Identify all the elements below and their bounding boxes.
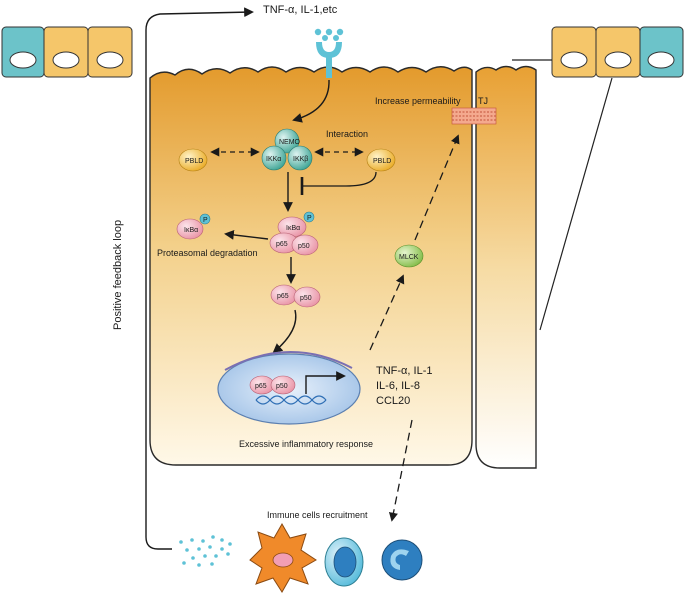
ikba-free [176,218,204,240]
genes-line-3: CCL20 [376,395,410,407]
feedback-loop-label: Positive feedback loop [112,220,124,330]
nemo-label: NEMO [279,139,301,146]
mlck [394,244,424,268]
p65-nucleus-label: p65 [255,383,267,390]
transcription-arrow [305,371,346,394]
p50-free-label: p50 [300,295,312,302]
phospho-free [199,213,211,225]
dna-helix [255,395,327,405]
tj-label: TJ [478,96,488,106]
arrow-mlck-to-tj [414,134,460,241]
cytokine-label-top: TNF-α, IL-1,etc [263,4,338,16]
pbld-right-label: PBLD [373,158,391,165]
inhibition-pbld-to-pathway [300,171,377,196]
p65-free-label: p65 [277,293,289,300]
increase-permeability-label: Increase permeability [375,96,461,106]
pbld-right [366,148,396,172]
macrophage-nucleus [272,552,294,568]
cytokine-receptor [314,28,344,78]
genes-line-2: IL-6, IL-8 [376,380,420,392]
ikba-nfkb-complex [269,211,319,256]
pbld-left [178,148,208,172]
epithelial-cells-left [1,26,133,78]
phospho-complex-label: P [307,215,312,222]
arrow-to-immune-recruitment [388,419,413,522]
p65-complex-label: p65 [276,241,288,248]
p50-complex-label: p50 [298,243,310,250]
tight-junction [451,107,497,125]
feedback-loop-arrow [145,7,254,550]
p50-nucleus-label: p50 [276,383,288,390]
neutrophil-nucleus [390,549,409,570]
pbld-left-label: PBLD [185,158,203,165]
ikka-protein [261,145,287,171]
genes-line-1: TNF-α, IL-1 [376,365,432,377]
excessive-response-label: Excessive inflammatory response [239,439,373,449]
interaction-label: Interaction [326,129,368,139]
proteasomal-degradation-label: Proteasomal degradation [157,248,258,258]
epithelial-cells-right [551,26,684,78]
arrow-receptor-to-ikk [292,79,330,123]
ikba-complex-label: IκBα [286,225,300,232]
ikkb-protein [287,145,313,171]
p50-free [293,286,321,308]
ikka-label: IKKα [266,156,281,163]
ikkb-label: IKKβ [293,156,308,163]
lymphocyte-nucleus [333,546,357,578]
cytokine-dots [179,535,232,567]
zoom-line-diagonal [539,77,613,331]
arrow-nucleus-to-mlck [369,274,405,351]
immune-recruitment-label: Immune cells recruitment [267,510,368,520]
phospho-left-label: P [203,217,208,224]
arrow-to-degradation [224,230,269,240]
p50-nucleus [270,375,296,395]
nemo-protein [274,128,300,154]
neutrophil [381,539,423,581]
mlck-label: MLCK [399,254,419,261]
ikk-complex [261,128,313,171]
ikba-left-label: IκBα [184,227,198,234]
arrow-to-nucleus [272,309,297,354]
nuclear-envelope [224,351,353,371]
neighbor-cell [475,65,537,469]
